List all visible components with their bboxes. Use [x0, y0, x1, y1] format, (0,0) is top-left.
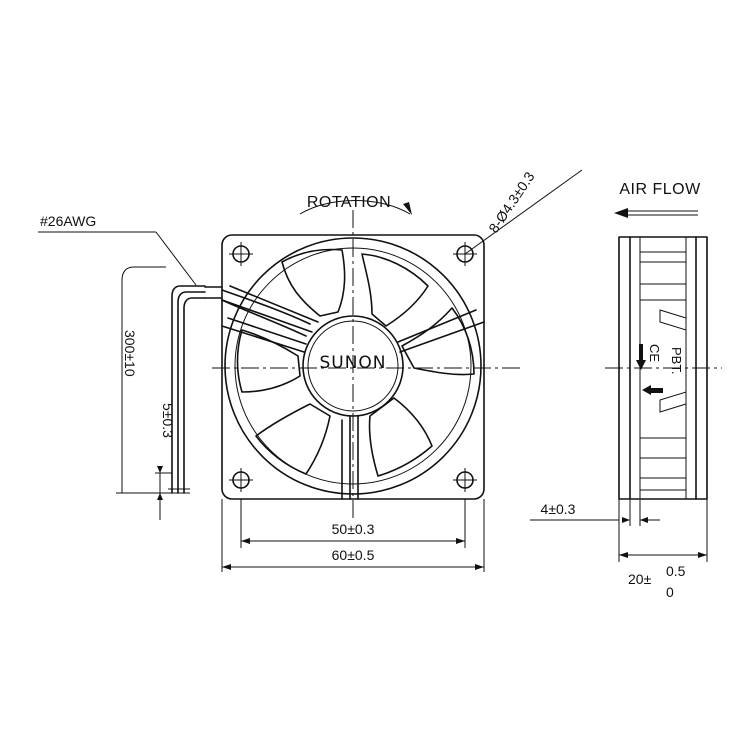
hole-size-label: 8-Ø4.3±0.3	[485, 169, 537, 236]
wire-gauge-label: #26AWG	[40, 213, 96, 229]
fan-blade	[255, 403, 331, 475]
fan-blade	[361, 253, 429, 327]
thickness-dimension: 20± 0.5 0	[618, 499, 708, 600]
frame-width-label: 60±0.5	[332, 547, 375, 563]
strip-length-label: 5±0.3	[160, 403, 176, 438]
wire-gauge-callout: #26AWG	[38, 213, 197, 286]
mounting-hole	[453, 468, 477, 492]
lead-length-dimension: 300±10	[116, 266, 172, 494]
mounting-hole	[229, 468, 253, 492]
thickness-lower-label: 0	[666, 584, 674, 600]
airflow-indicator: AIR FLOW	[614, 181, 701, 218]
frame-width-dimension: 60±0.5	[221, 499, 485, 572]
flange-dimension: 4±0.3	[530, 500, 660, 526]
material-label: PBT.	[669, 347, 684, 374]
front-view: SUNON	[204, 210, 522, 520]
rotation-indicator: ROTATION	[299, 194, 412, 215]
fan-blade	[281, 248, 346, 317]
frame-spokes	[221, 285, 485, 500]
rotation-label: ROTATION	[307, 194, 391, 211]
hole-spacing-dimension: 50±0.3	[240, 499, 466, 548]
ce-mark: CE	[647, 344, 662, 362]
thickness-base-label: 20±	[628, 571, 652, 587]
hole-callout: 8-Ø4.3±0.3	[464, 169, 583, 255]
fan-blade	[368, 397, 433, 477]
fan-blade	[401, 307, 475, 376]
mounting-hole	[229, 242, 253, 266]
lead-wires	[168, 285, 206, 494]
strip-length-dimension: 5±0.3	[140, 403, 176, 520]
thickness-upper-label: 0.5	[666, 563, 686, 579]
hole-spacing-label: 50±0.3	[332, 521, 375, 537]
flange-label: 4±0.3	[541, 501, 576, 517]
airflow-label: AIR FLOW	[619, 181, 701, 198]
wire-channel	[204, 286, 311, 337]
lead-length-label: 300±10	[122, 330, 138, 377]
